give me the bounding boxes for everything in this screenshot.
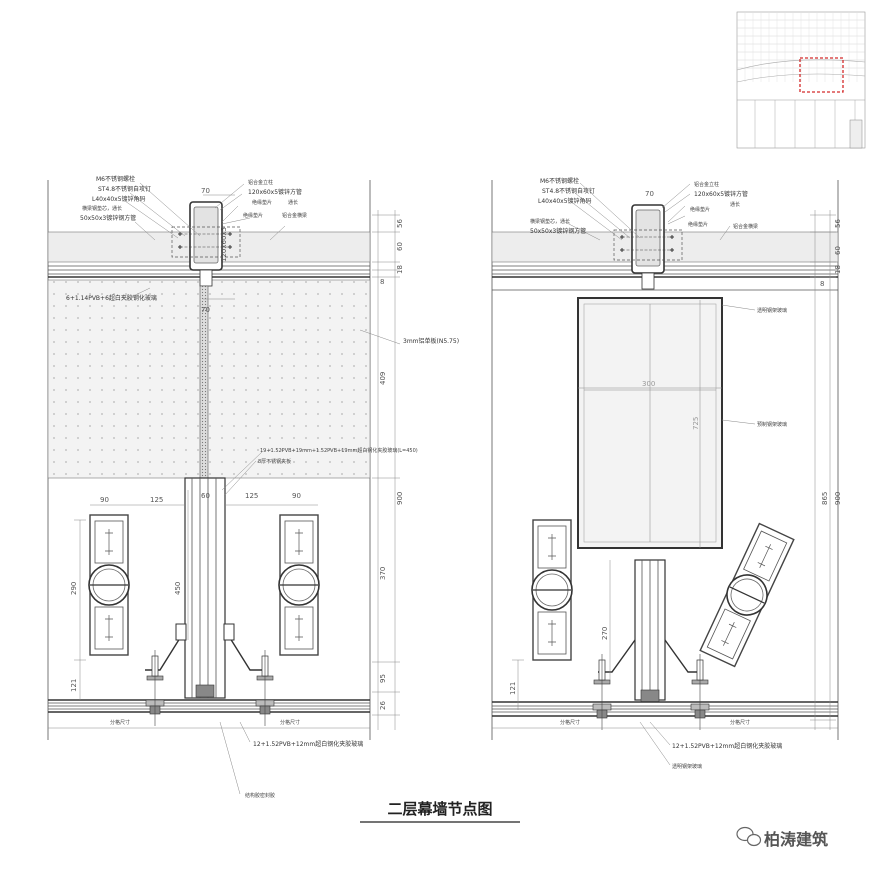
r-dim-8: 8 — [820, 280, 824, 288]
r-dim-270: 270 — [601, 627, 609, 640]
r-dim-900: 900 — [834, 492, 842, 505]
r-dim-725: 725 — [692, 417, 700, 430]
highlight-region — [799, 57, 844, 93]
dim-60: 60 — [201, 492, 210, 500]
dim-450: 450 — [174, 582, 182, 595]
wechat-icon — [736, 826, 762, 847]
label-panel: 3mm铝单板(N5.75) — [403, 337, 459, 345]
label-fin-glass: 19+1.52PVB+19mm+1.52PVB+19mm超白钢化夹胶玻璃(L=4… — [260, 447, 418, 454]
label-screw: ST4.8不锈钢自攻钉 — [98, 185, 151, 193]
label-clamp: 8厚不锈钢夹板 — [258, 458, 291, 465]
r-dim-70: 70 — [645, 190, 654, 198]
r-label-tube120: 120x60x5镀锌方管 — [694, 190, 748, 198]
r-label-gasket2: 绝缘垫片 — [688, 221, 708, 228]
r-label-screw: ST4.8不锈钢自攻钉 — [542, 187, 595, 195]
dim-125-left: 125 — [150, 496, 163, 504]
r-label-mullion: 铝合金立柱 — [694, 181, 719, 188]
dim-8: 8 — [380, 278, 384, 286]
dim-90-left: 90 — [100, 496, 109, 504]
r-label-grid-l: 分格尺寸 — [560, 719, 580, 726]
r-label-sealant: 透明钢架玻璃 — [672, 763, 702, 770]
r-label-gasket1: 绝缘垫片 — [690, 206, 710, 213]
dim-18: 18 — [396, 265, 404, 274]
r-label-bolt: M6不锈钢螺栓 — [540, 177, 579, 185]
dim-370: 370 — [379, 567, 387, 580]
r-label-through: 通长 — [730, 201, 740, 208]
dim-70-top: 70 — [201, 187, 210, 195]
label-gasket1: 绝缘垫片 — [252, 199, 272, 206]
label-gasket2: 绝缘垫片 — [243, 212, 263, 219]
label-grid-r: 分格尺寸 — [280, 719, 300, 726]
dim-409: 409 — [379, 372, 387, 385]
watermark-text: 柏涛建筑 — [764, 830, 828, 849]
right-node-detail — [491, 180, 839, 766]
r-label-angle: L40x40x5镀锌角码 — [538, 197, 592, 205]
label-bottom-glass: 12+1.52PVB+12mm超白钢化夹胶玻璃 — [253, 740, 363, 748]
r-dim-121: 121 — [509, 682, 517, 695]
label-transom: 铝合金横梁 — [282, 212, 307, 219]
r-label-tube50: 50x50x3镀锌钢方管 — [530, 227, 586, 235]
r-dim-60: 60 — [834, 246, 842, 255]
r-dim-865: 865 — [821, 492, 829, 505]
label-tube50: 50x50x3镀锌钢方管 — [80, 214, 136, 222]
dim-56: 56 — [396, 219, 404, 228]
dim-95: 95 — [379, 674, 387, 683]
r-label-transom: 铝合金横梁 — [733, 223, 758, 230]
r-label-panel-note2: 预制钢架玻璃 — [757, 421, 787, 428]
r-label-core: 横梁钢垫芯，通长 — [530, 218, 570, 225]
label-through: 通长 — [288, 199, 298, 206]
aluminum-panel — [47, 279, 371, 479]
r-label-panel-note1: 透明钢架玻璃 — [757, 307, 787, 314]
label-grid-l: 分格尺寸 — [110, 719, 130, 726]
label-bolt: M6不锈钢螺栓 — [96, 175, 135, 183]
r-dim-300: 300 — [642, 380, 655, 388]
glass-fin — [199, 285, 209, 479]
label-top-glass: 6+1.14PVB+6超白夹胶钢化玻璃 — [66, 294, 157, 302]
dim-26: 26 — [379, 701, 387, 710]
label-angle: L40x40x5镀锌角码 — [92, 195, 146, 203]
dim-60: 60 — [396, 242, 404, 251]
r-label-bottom-glass: 12+1.52PVB+12mm超白钢化夹胶玻璃 — [672, 742, 782, 750]
label-core: 横梁钢垫芯，通长 — [82, 205, 122, 212]
label-sealant: 结构胶密封胶 — [245, 792, 275, 799]
drawing-title: 二层幕墙节点图 — [387, 800, 492, 818]
label-mullion: 铝合金立柱 — [248, 179, 273, 186]
dim-125-right: 125 — [245, 492, 258, 500]
left-node-detail — [47, 180, 401, 795]
dim-70-mid: 70 — [201, 306, 210, 314]
dim-121: 121 — [70, 679, 78, 692]
dim-tube-size: 120x60x5 — [220, 227, 228, 262]
dim-900: 900 — [396, 492, 404, 505]
dim-90-right: 90 — [292, 492, 301, 500]
key-plan-thumbnail — [736, 11, 866, 149]
r-dim-56: 56 — [834, 219, 842, 228]
r-dim-18: 18 — [834, 265, 842, 274]
label-tube120: 120x60x5镀锌方管 — [248, 188, 302, 196]
dim-290: 290 — [70, 582, 78, 595]
r-label-grid-r: 分格尺寸 — [730, 719, 750, 726]
